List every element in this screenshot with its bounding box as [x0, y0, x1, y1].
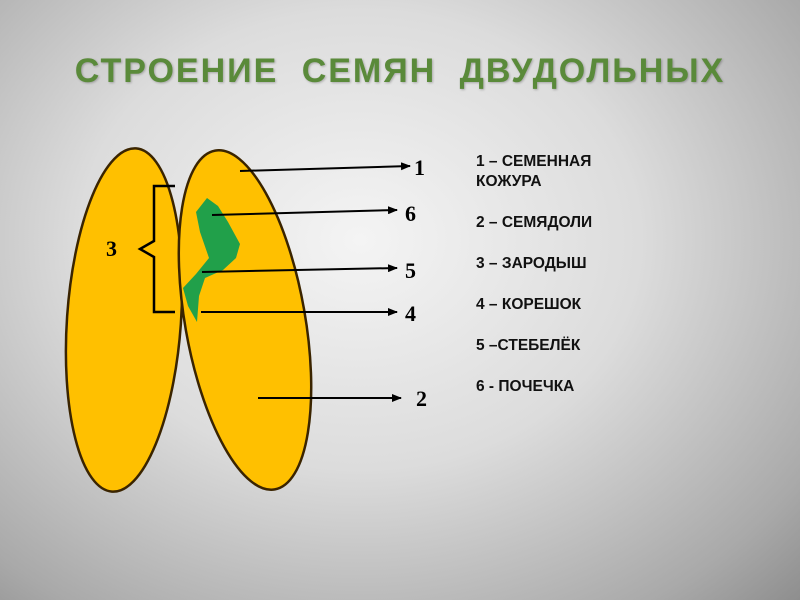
- label-3: 3: [106, 236, 117, 261]
- arrow-5: [201, 264, 398, 273]
- legend-item-1-line2: КОЖУРА: [476, 173, 542, 190]
- arrow-6: [211, 206, 398, 216]
- label-5: 5: [405, 258, 416, 283]
- right-cotyledon: [177, 149, 313, 491]
- legend-item-6: 6 - ПОЧЕЧКА: [476, 378, 575, 395]
- label-4: 4: [405, 301, 416, 326]
- legend-item-1-line1: 1 – СЕМЕННАЯ: [476, 153, 592, 170]
- left-cotyledon: [64, 147, 184, 493]
- label-2: 2: [416, 386, 427, 411]
- legend-item-5: 5 –СТЕБЕЛЁК: [476, 337, 581, 354]
- label-6: 6: [405, 201, 416, 226]
- legend-item-2: 2 – СЕМЯДОЛИ: [476, 214, 593, 231]
- embryo: [183, 198, 240, 322]
- legend-item-4: 4 – КОРЕШОК: [476, 296, 582, 313]
- legend-item-3: 3 – ЗАРОДЫШ: [476, 255, 587, 272]
- arrow-1: [239, 162, 411, 172]
- legend: 1 – СЕМЕННАЯ КОЖУРА 2 – СЕМЯДОЛИ 3 – ЗАР…: [476, 152, 676, 418]
- label-1: 1: [414, 155, 425, 180]
- page-title: СТРОЕНИЕ СЕМЯН ДВУДОЛЬНЫХ: [74, 52, 726, 90]
- embryo-bracket: [137, 184, 175, 314]
- legend-item-1: 1 – СЕМЕННАЯ КОЖУРА: [476, 152, 676, 192]
